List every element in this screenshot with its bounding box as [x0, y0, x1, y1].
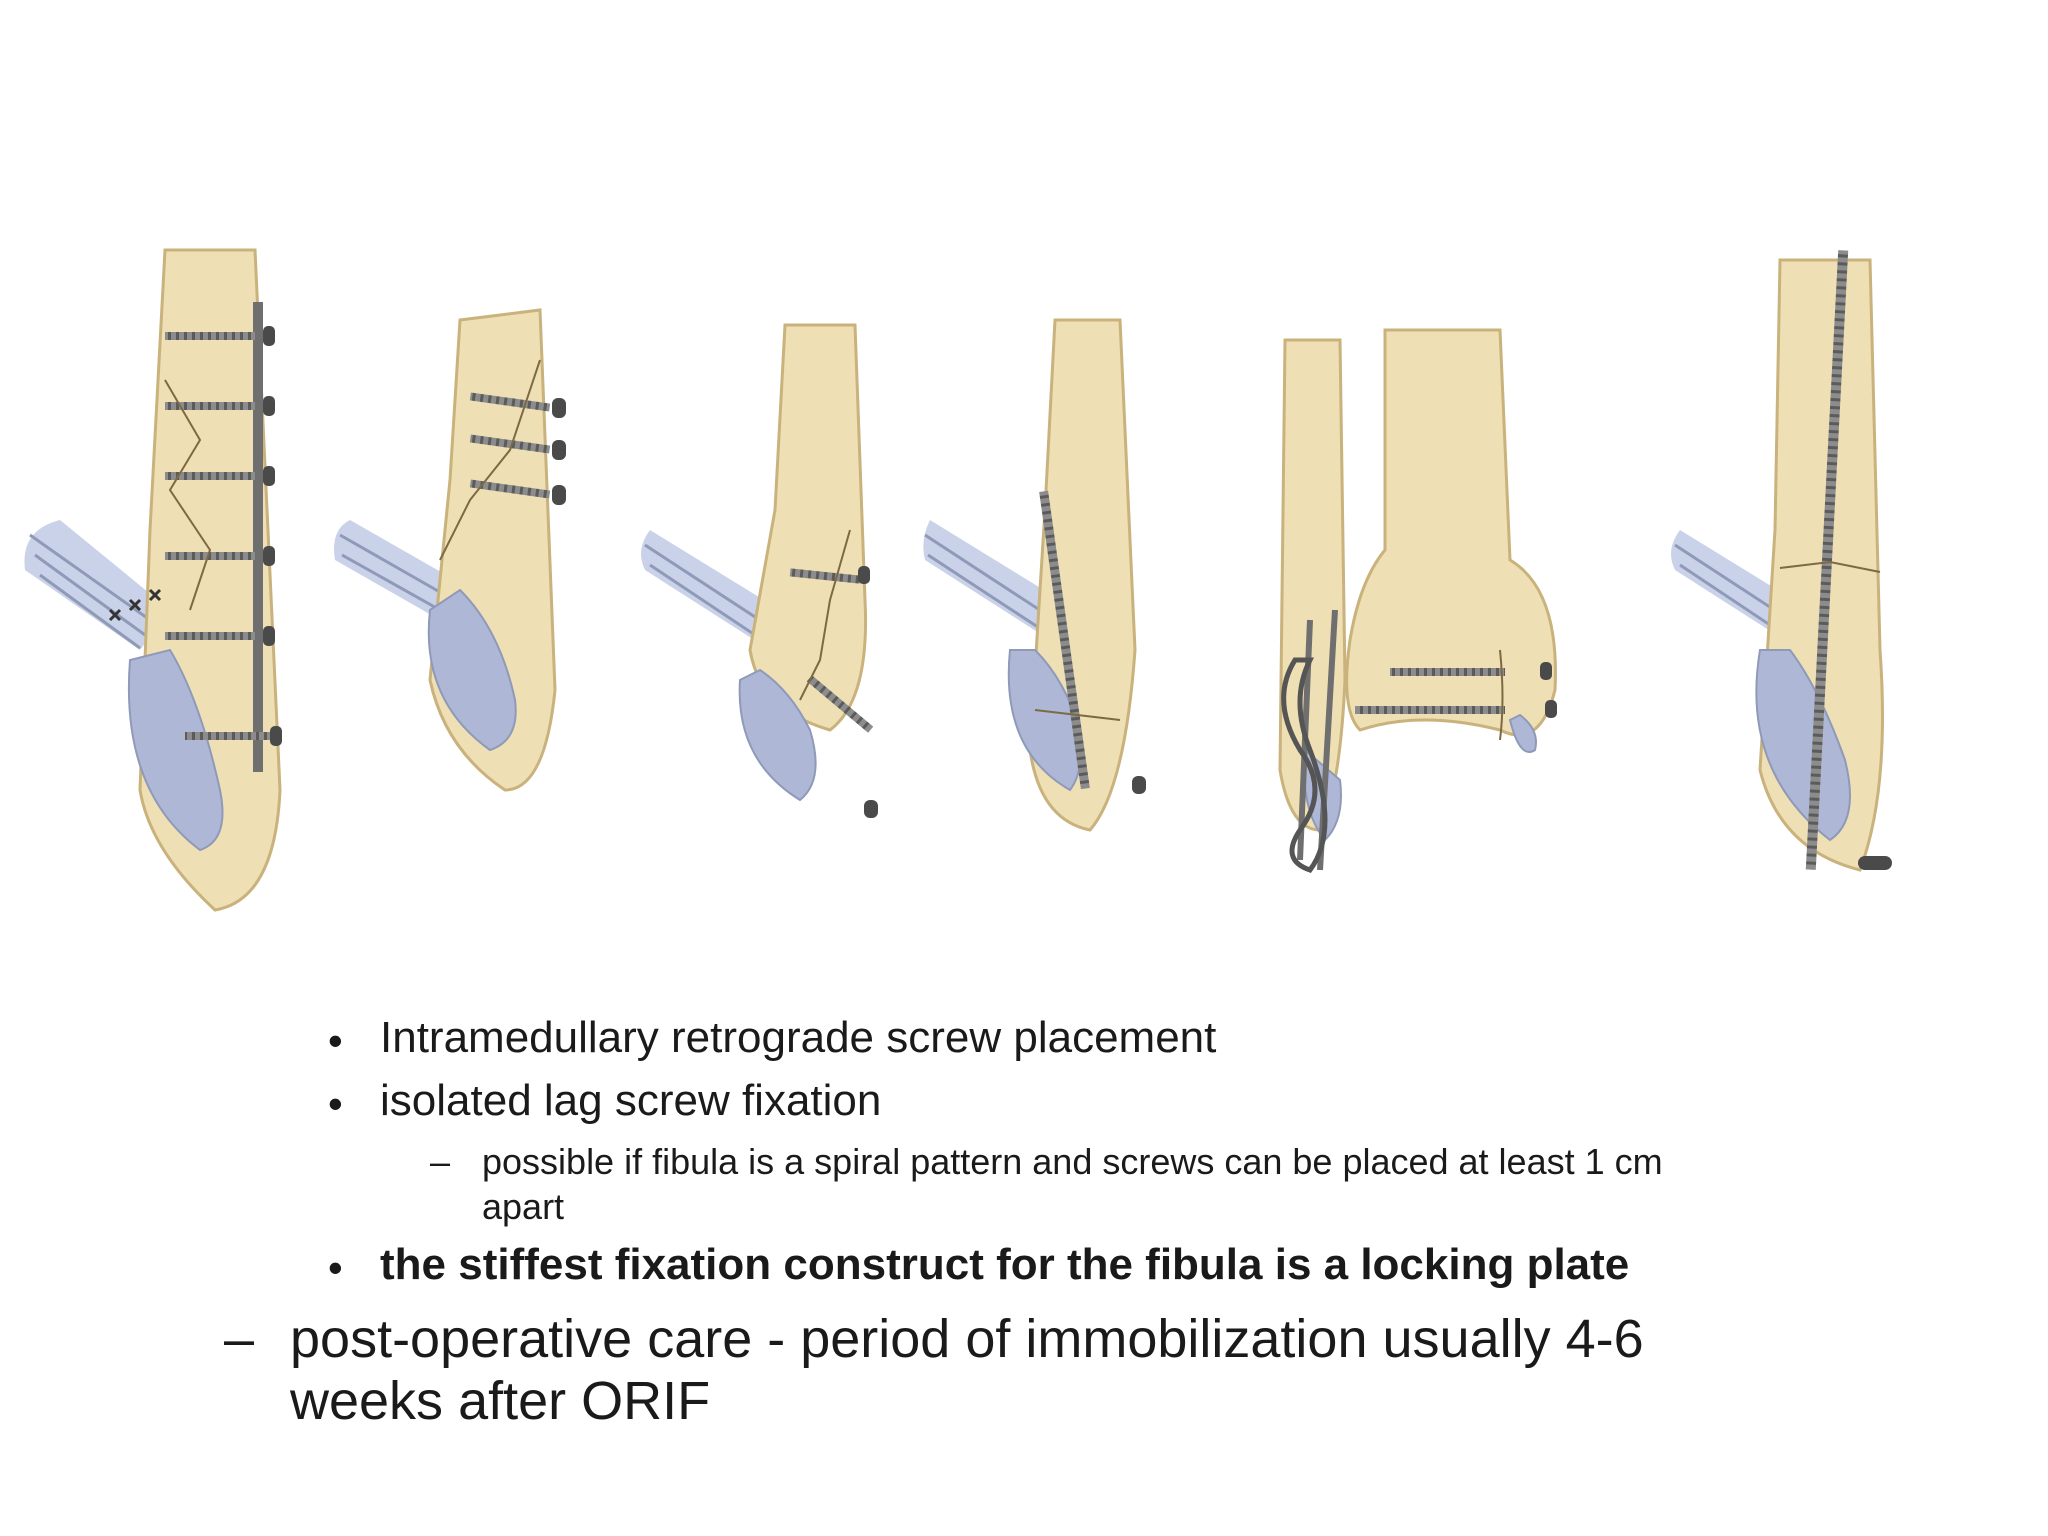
- oblique-screw-fixation-icon: [641, 323, 878, 818]
- bullet-marker: •: [328, 1244, 343, 1291]
- main-point-dash: –: [224, 1309, 255, 1369]
- intramedullary-screw-fixation-icon: [923, 318, 1146, 832]
- main-point-line-2: weeks after ORIF: [290, 1371, 711, 1431]
- bullet-lag-screw: isolated lag screw fixation: [380, 1076, 882, 1125]
- bullet-intramedullary-screw: Intramedullary retrograde screw placemen…: [380, 1013, 1217, 1062]
- sub-bullet-line-1: possible if fibula is a spiral pattern a…: [482, 1141, 1663, 1182]
- sub-bullet-line-2: apart: [482, 1186, 565, 1227]
- bullet-marker: •: [328, 1017, 343, 1064]
- lag-screw-fixation-icon: [334, 308, 566, 792]
- sub-bullet-dash: –: [430, 1141, 451, 1182]
- fixation-illustration: [0, 230, 2048, 930]
- intramedullary-retrograde-screw-icon: [1671, 250, 1892, 872]
- main-point-line-1: post-operative care - period of immobili…: [290, 1309, 1644, 1369]
- bullet-locking-plate: the stiffest fixation construct for the …: [380, 1240, 1630, 1289]
- bullet-marker: •: [328, 1080, 343, 1127]
- tension-band-fixation-icon: [1278, 328, 1557, 873]
- plate-fixation-icon: [24, 248, 282, 912]
